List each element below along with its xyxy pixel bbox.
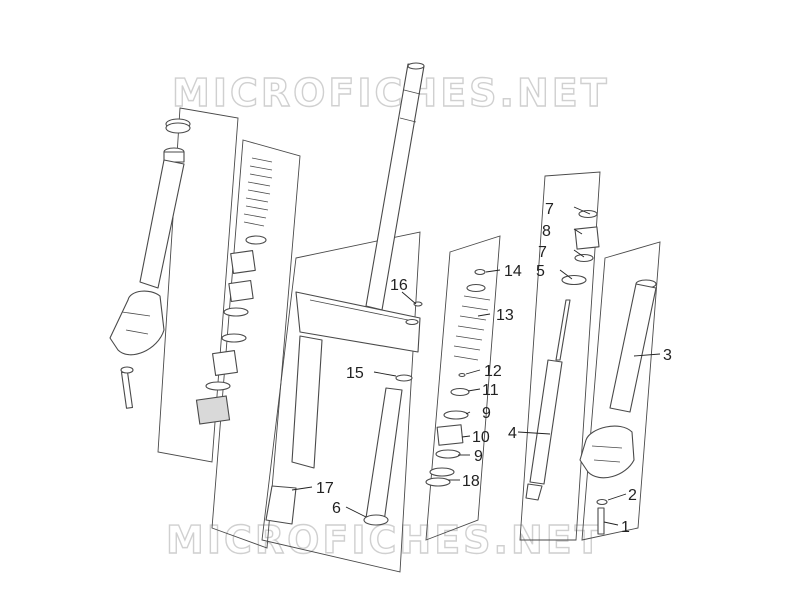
- callout-6: 6: [332, 500, 341, 517]
- callout-7a: 7: [545, 201, 554, 218]
- guide-box-mid: [425, 235, 501, 541]
- spring-column: [195, 157, 273, 425]
- callout-9b: 9: [474, 448, 483, 465]
- leader-5: [559, 269, 573, 280]
- leader-3: [633, 353, 661, 357]
- leader-7a: [573, 206, 591, 215]
- leader-7b: [573, 249, 585, 258]
- callout-1: 1: [621, 519, 630, 536]
- callout-18: 18: [462, 473, 480, 490]
- callout-7b: 7: [538, 244, 547, 261]
- leader-15: [373, 371, 397, 377]
- guide-box-damper: [519, 171, 601, 541]
- callout-9a: 9: [482, 405, 491, 422]
- watermark-top: MICROFICHES.NET: [172, 71, 610, 115]
- leader-2: [607, 493, 627, 501]
- right-tube-assembly: [579, 279, 657, 535]
- steering-stem: [265, 62, 425, 526]
- leader-11: [467, 388, 481, 392]
- callout-10: 10: [472, 429, 490, 446]
- left-tube-assembly: [109, 118, 191, 409]
- callout-13: 13: [496, 307, 514, 324]
- guide-box-left: [157, 107, 239, 463]
- callout-11: 11: [482, 382, 499, 399]
- leader-8: [573, 228, 583, 235]
- damper-unit: [525, 209, 600, 501]
- callout-12: 12: [484, 363, 502, 380]
- callout-8: 8: [542, 223, 551, 240]
- callout-2: 2: [628, 487, 637, 504]
- leader-4: [517, 431, 551, 435]
- leader-17: [291, 486, 313, 491]
- leader-1: [603, 521, 619, 526]
- callout-17: 17: [316, 480, 334, 497]
- leader-14: [485, 269, 501, 273]
- leader-9a: [465, 411, 471, 415]
- callout-16: 16: [390, 277, 408, 294]
- callout-14: 14: [504, 263, 522, 280]
- leader-12: [465, 369, 481, 375]
- middle-spring-stack: [425, 268, 491, 487]
- leader-10: [461, 435, 471, 438]
- callout-3: 3: [663, 347, 672, 364]
- leader-13: [477, 313, 491, 317]
- callout-4: 4: [508, 425, 517, 442]
- callout-5: 5: [536, 263, 545, 280]
- leader-6: [345, 506, 367, 518]
- callout-15: 15: [346, 365, 364, 382]
- leader-16: [401, 291, 417, 305]
